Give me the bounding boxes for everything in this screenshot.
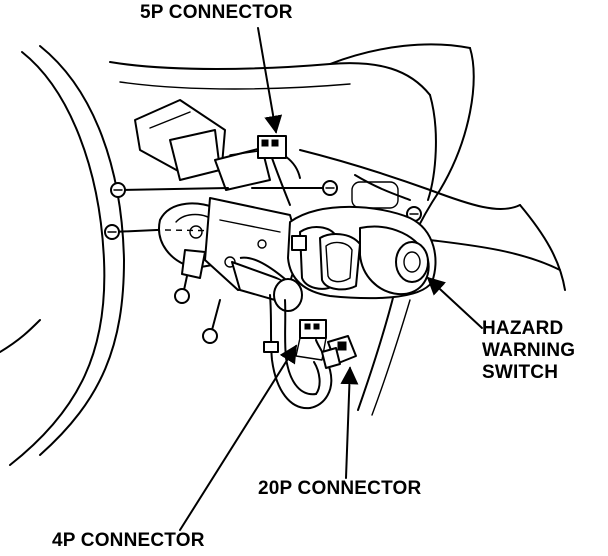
arrow-hazard-switch <box>426 276 483 329</box>
label-20p-connector: 20P CONNECTOR <box>258 478 422 499</box>
callout-arrows <box>179 27 483 531</box>
arrow-4p-connector <box>179 344 297 531</box>
label-hazard-line2: WARNING <box>482 340 576 361</box>
connector-20p <box>321 335 357 369</box>
dashboard-panel <box>109 43 566 416</box>
arrow-20p-connector <box>340 366 359 479</box>
label-5p-connector: 5P CONNECTOR <box>140 2 293 23</box>
connector-5p <box>257 135 291 206</box>
screw-upper-right <box>251 180 338 196</box>
steering-wheel-rim <box>0 45 125 466</box>
label-hazard-line3: SWITCH <box>482 362 559 383</box>
screw-lower <box>202 299 221 344</box>
switch-stalk <box>231 256 303 312</box>
screw-upper-left <box>110 182 229 198</box>
label-hazard-warning-switch: HAZARD WARNING SWITCH <box>482 318 575 384</box>
hazard-switch-knob <box>359 225 430 296</box>
label-hazard-line1: HAZARD <box>482 318 564 339</box>
connector-4p <box>295 319 327 361</box>
label-4p-connector: 4P CONNECTOR <box>52 530 205 551</box>
arrow-5p-connector <box>257 27 283 134</box>
